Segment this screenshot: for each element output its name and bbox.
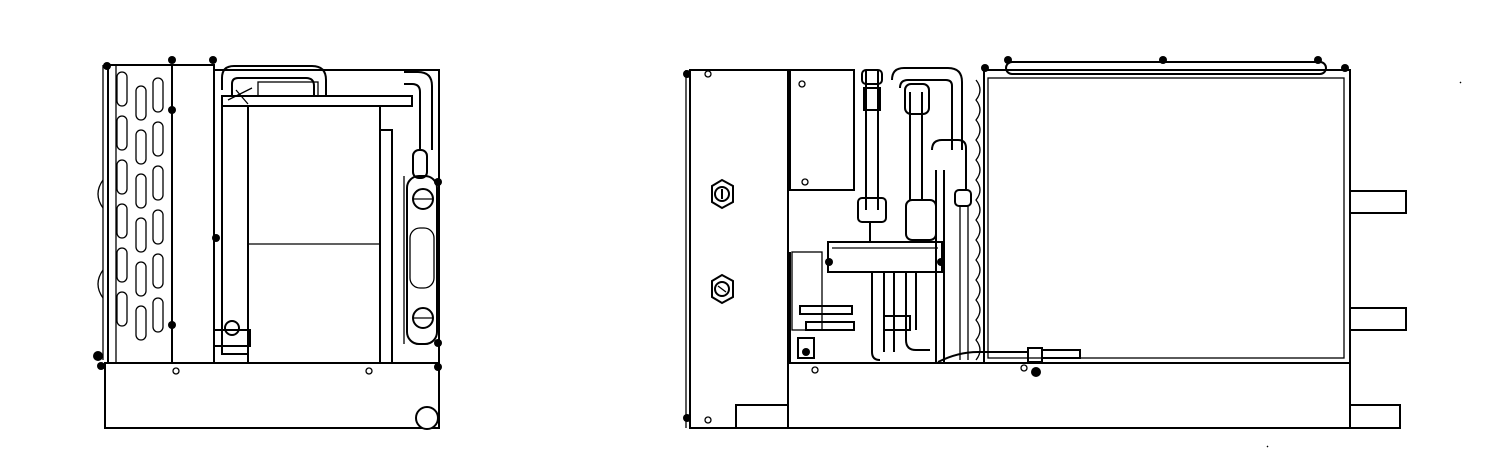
front-pipework [857, 67, 1081, 377]
fin-slot [135, 129, 147, 165]
fin-slot [152, 121, 164, 157]
front-view [683, 56, 1462, 448]
fin-slot [116, 247, 128, 283]
side-condenser-panel [97, 64, 173, 364]
front-manifold [825, 241, 945, 273]
fin-slot [116, 291, 128, 327]
fin-slots [116, 71, 164, 341]
fin-slot [135, 173, 147, 209]
fin-slot [152, 297, 164, 333]
fin-slot [135, 217, 147, 253]
side-base [104, 362, 440, 429]
front-pipe-stubs [1349, 190, 1407, 429]
fin-slot [116, 115, 128, 151]
fin-slot [152, 77, 164, 113]
side-view [93, 56, 442, 430]
fin-slot [116, 71, 128, 107]
fin-slot [135, 261, 147, 297]
fin-slot [152, 253, 164, 289]
fin-slot [152, 209, 164, 245]
fin-slot [152, 165, 164, 201]
fin-slot [135, 305, 147, 341]
side-fan-motor [213, 105, 393, 364]
fin-slot [116, 203, 128, 239]
front-control-box [789, 69, 855, 374]
side-housing [171, 64, 215, 364]
side-bolts [93, 56, 442, 430]
front-end-panel [683, 69, 789, 429]
fin-slot [116, 159, 128, 195]
fin-slot [135, 85, 147, 121]
front-base [787, 362, 1351, 429]
side-service-tube [403, 149, 438, 345]
front-coil [975, 56, 1351, 364]
side-top-piping [221, 65, 433, 150]
